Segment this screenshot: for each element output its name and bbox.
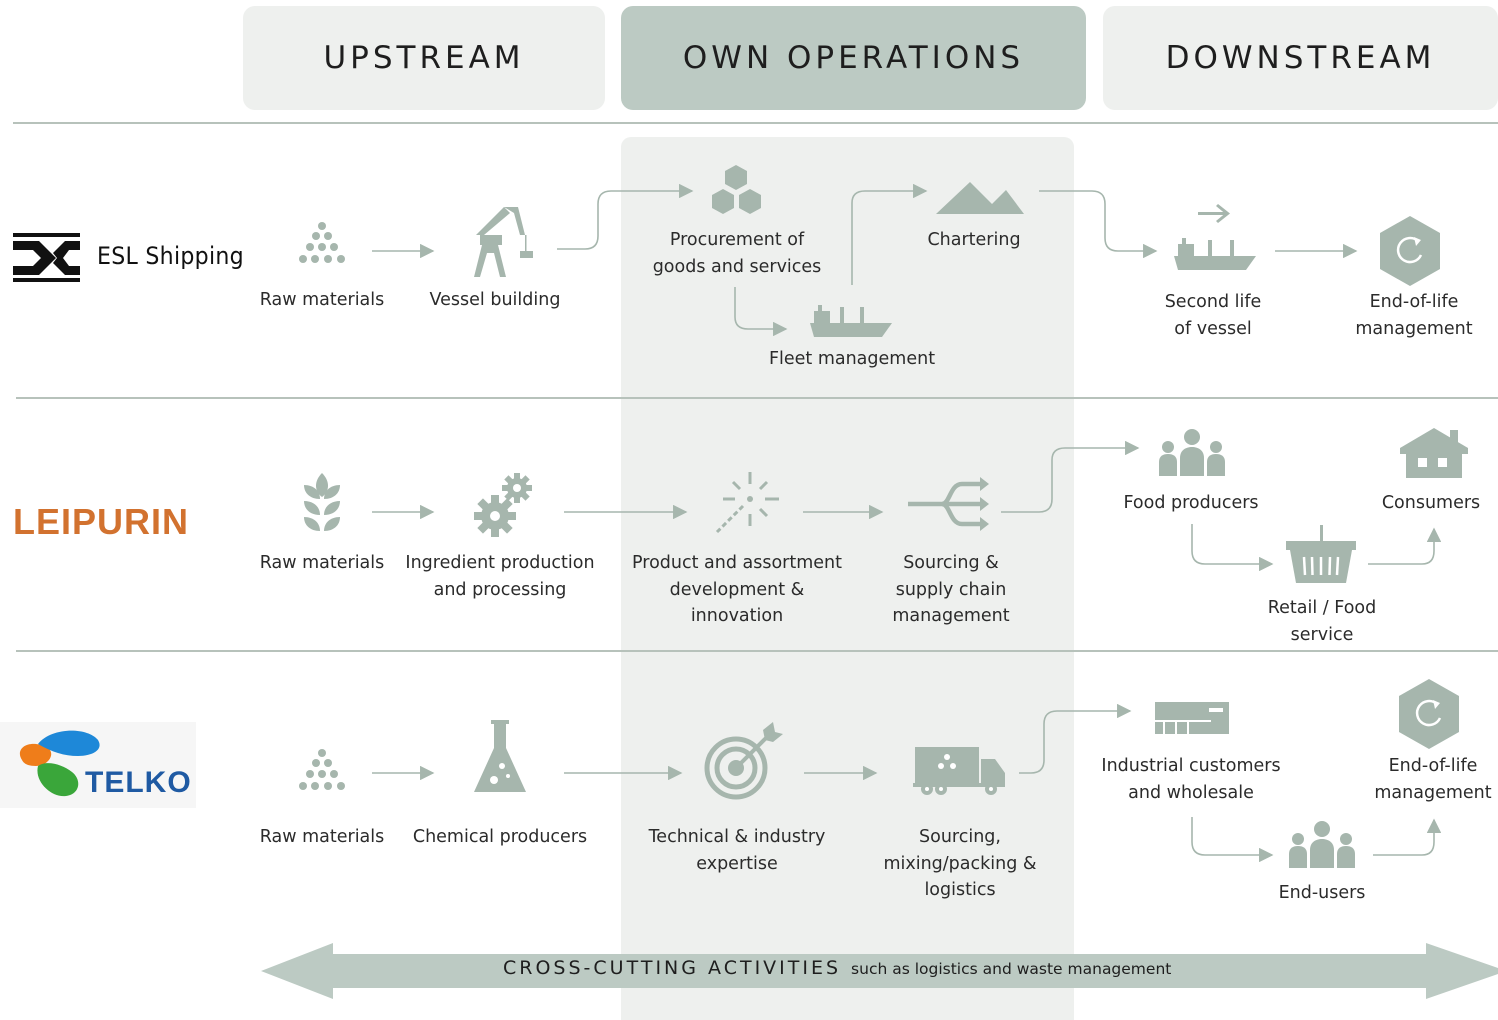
telko-raw-materials-label: Raw materials xyxy=(259,827,385,847)
telko-end-of-life-label: End-of-life management xyxy=(1374,756,1492,803)
cross-cutting-subtitle: such as logistics and waste management xyxy=(851,960,1172,978)
flask-icon xyxy=(474,720,526,792)
leipurin-product-dev-label: Product and assortment development & inn… xyxy=(632,553,842,626)
esl-end-of-life-label: End-of-life management xyxy=(1355,292,1473,339)
leipurin-retail-label: Retail / Food service xyxy=(1267,598,1377,645)
esl-second-life-label: Second life of vessel xyxy=(1164,292,1262,339)
ship-icon xyxy=(810,305,892,337)
own-operations-band xyxy=(621,137,1074,1020)
telko-logo-text: TELKO xyxy=(85,766,192,799)
telko-swirl-icon xyxy=(19,730,100,797)
telko-sourcing-label: Sourcing, mixing/packing & logistics xyxy=(883,827,1037,900)
cross-cutting-title: CROSS-CUTTING ACTIVITIES xyxy=(503,957,842,979)
divider-top xyxy=(13,122,1498,124)
people-group-icon xyxy=(1289,821,1355,868)
esl-raw-materials-label: Raw materials xyxy=(259,290,385,310)
telko-industrial-label: Industrial customers and wholesale xyxy=(1101,756,1281,803)
leipurin-sourcing-label: Sourcing & supply chain management xyxy=(892,553,1010,626)
ship-second-life-icon xyxy=(1174,204,1256,270)
telko-technical-label: Technical & industry expertise xyxy=(648,827,826,874)
esl-mark-icon xyxy=(13,233,80,282)
leipurin-ingredient-label: Ingredient production and processing xyxy=(405,553,595,600)
house-icon xyxy=(1400,428,1468,478)
gears-icon xyxy=(474,473,532,537)
telko-logo: TELKO xyxy=(0,722,196,808)
divider-leipurin-telko xyxy=(16,650,1498,652)
hexagons-icon xyxy=(712,165,761,214)
basket-icon xyxy=(1286,525,1356,583)
telko-chemical-label: Chemical producers xyxy=(412,827,588,847)
mountains-icon xyxy=(936,182,1024,214)
divider-esl-leipurin xyxy=(16,397,1498,399)
leipurin-raw-materials-label: Raw materials xyxy=(259,553,385,573)
leipurin-food-producers-label: Food producers xyxy=(1123,493,1259,513)
people-group-icon xyxy=(1159,429,1225,476)
header-upstream: UPSTREAM xyxy=(243,6,605,110)
header-downstream: DOWNSTREAM xyxy=(1103,6,1498,110)
esl-logo-text: ESL Shipping xyxy=(97,242,244,270)
truck-icon xyxy=(913,747,1005,795)
cross-cutting-label: CROSS-CUTTING ACTIVITIES such as logisti… xyxy=(503,957,1171,985)
recycle-hexagon-icon xyxy=(1380,216,1440,286)
leipurin-consumers-label: Consumers xyxy=(1381,493,1481,513)
raw-materials-icon xyxy=(299,222,345,263)
esl-procurement-label: Procurement of goods and services xyxy=(652,230,822,277)
factory-icon xyxy=(1155,702,1229,734)
esl-chartering-label: Chartering xyxy=(927,230,1021,250)
telko-end-users-label: End-users xyxy=(1278,883,1366,903)
magic-wand-icon xyxy=(715,472,779,534)
header-own-operations: OWN OPERATIONS xyxy=(621,6,1086,110)
leipurin-logo: LEIPURIN xyxy=(13,501,189,543)
leipurin-logo-text: LEIPURIN xyxy=(13,501,190,542)
raw-materials-icon xyxy=(299,749,345,790)
recycle-hexagon-icon xyxy=(1399,679,1459,749)
wheat-icon xyxy=(304,473,340,531)
esl-vessel-building-label: Vessel building xyxy=(429,290,561,310)
crane-icon xyxy=(474,207,533,277)
supply-chain-arrows-icon xyxy=(908,477,989,531)
esl-fleet-management-label: Fleet management xyxy=(768,349,936,369)
target-icon xyxy=(704,722,783,800)
esl-shipping-logo: ESL Shipping xyxy=(13,233,244,287)
